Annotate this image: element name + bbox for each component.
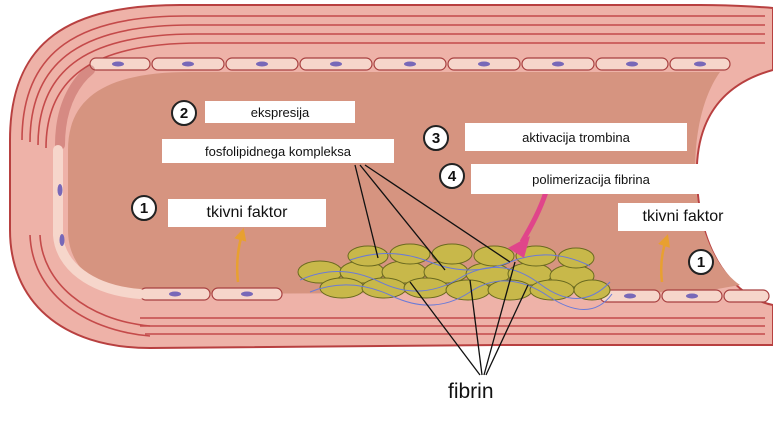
fibrin-label: fibrin (448, 380, 494, 404)
step4-label: polimerizacija fibrina (471, 164, 711, 194)
step3-label: aktivacija trombina (465, 123, 687, 151)
step-number-1-right: 1 (688, 249, 714, 275)
step-number-1-left: 1 (131, 195, 157, 221)
step-number-2: 2 (171, 100, 197, 126)
step2-label-line2: fosfolipidnega kompleksa (162, 139, 394, 163)
tissue-factor-right-label: tkivni faktor (618, 203, 748, 231)
step2-label-line1: ekspresija (205, 101, 355, 123)
step-number-3: 3 (423, 125, 449, 151)
step-number-4: 4 (439, 163, 465, 189)
tissue-factor-left-label: tkivni faktor (168, 199, 326, 227)
